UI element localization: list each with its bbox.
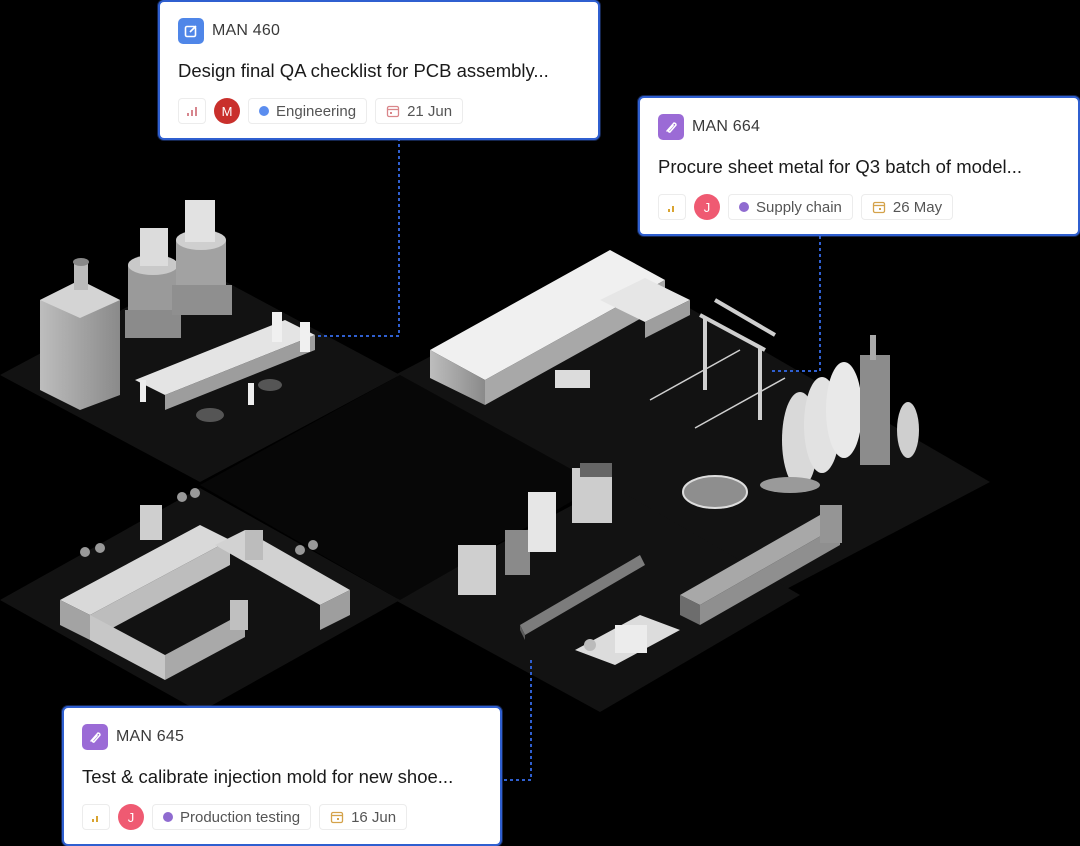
priority-button[interactable] — [82, 804, 110, 830]
paperclip-icon — [658, 114, 684, 140]
warehouse — [430, 250, 690, 405]
priority-button[interactable] — [178, 98, 206, 124]
label-text: Engineering — [276, 102, 357, 120]
power-plant — [40, 200, 315, 422]
due-date-text: 16 Jun — [351, 808, 397, 826]
due-date-chip[interactable]: 26 May — [860, 194, 954, 220]
task-title[interactable]: Design final QA checklist for PCB assemb… — [178, 60, 549, 81]
label-chip[interactable]: Engineering — [248, 98, 368, 124]
task-id: MAN 460 — [212, 22, 281, 39]
label-dot-icon — [739, 202, 749, 212]
calendar-icon — [386, 105, 400, 118]
task-title[interactable]: Procure sheet metal for Q3 batch of mode… — [658, 156, 1023, 177]
connector-man-460 — [318, 138, 400, 337]
task-id: MAN 664 — [692, 118, 761, 135]
paperclip-icon — [82, 724, 108, 750]
due-date-text: 21 Jun — [407, 102, 453, 120]
calendar-icon — [872, 201, 886, 214]
due-date-text: 26 May — [892, 198, 943, 216]
task-id: MAN 645 — [116, 728, 185, 745]
connector-lines — [318, 138, 821, 781]
due-date-chip[interactable]: 16 Jun — [319, 804, 408, 830]
task-card-man-645[interactable]: MAN 645 Test & calibrate injection mold … — [62, 706, 502, 846]
label-dot-icon — [163, 812, 173, 822]
task-card-man-664[interactable]: MAN 664 Procure sheet metal for Q3 batch… — [638, 96, 1080, 236]
gantry-crane — [649, 298, 786, 429]
due-date-chip[interactable]: 21 Jun — [375, 98, 464, 124]
label-chip[interactable]: Supply chain — [728, 194, 853, 220]
connector-man-664 — [770, 236, 821, 372]
production-machinery — [458, 463, 842, 665]
assignee-avatar[interactable]: J — [118, 804, 144, 830]
edit-square-icon — [178, 18, 204, 44]
connector-man-645 — [502, 660, 532, 781]
signal-bars-low-icon — [668, 206, 674, 212]
signal-bars-high-icon — [187, 107, 197, 116]
calendar-icon — [330, 811, 344, 824]
label-text: Production testing — [180, 808, 301, 826]
label-dot-icon — [259, 106, 269, 116]
priority-button[interactable] — [658, 194, 686, 220]
storage-tanks — [760, 335, 919, 493]
task-card-man-460[interactable]: MAN 460 Design final QA checklist for PC… — [158, 0, 600, 140]
assignee-avatar[interactable]: J — [694, 194, 720, 220]
signal-bars-low-icon — [92, 816, 98, 822]
label-chip[interactable]: Production testing — [152, 804, 312, 830]
label-text: Supply chain — [756, 198, 842, 216]
assignee-avatar[interactable]: M — [214, 98, 240, 124]
task-title[interactable]: Test & calibrate injection mold for new … — [82, 766, 454, 787]
assembly-workstations — [60, 488, 350, 680]
